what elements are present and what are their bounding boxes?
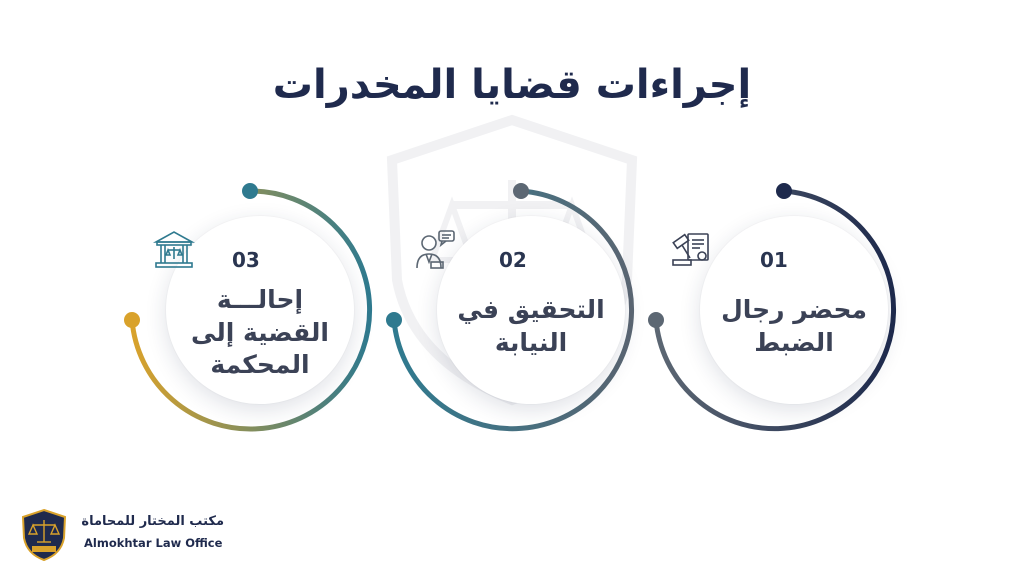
brand-name-english: Almokhtar Law Office xyxy=(84,536,223,550)
step-01-number: 01 xyxy=(760,248,788,272)
courthouse-icon xyxy=(152,231,196,268)
step-02: 02 التحقيق في النيابة xyxy=(381,160,681,460)
step-02-start-dot xyxy=(513,183,529,199)
step-02-number: 02 xyxy=(499,248,527,272)
step-03-ring xyxy=(124,183,373,432)
step-02-end-dot xyxy=(386,312,402,328)
police-report-gavel-icon xyxy=(672,233,709,266)
step-01-disc xyxy=(700,216,888,404)
step-02-ring xyxy=(386,183,635,432)
step-03-label: إحالـــة القضية إلى المحكمة xyxy=(191,285,329,379)
step-03-end-dot xyxy=(124,312,140,328)
page-title: إجراءات قضايا المخدرات xyxy=(272,62,752,108)
step-03: 03 إحالـــة القضية إلى المحكمة xyxy=(110,160,410,460)
step-01-start-dot xyxy=(776,183,792,199)
step-03-start-dot xyxy=(242,183,258,199)
step-01: 01 محضر رجال الضبط xyxy=(644,160,944,460)
step-03-disc xyxy=(166,216,354,404)
step-01-ring xyxy=(648,183,897,432)
step-01-end-dot xyxy=(648,312,664,328)
step-03-number: 03 xyxy=(232,248,260,272)
brand-name-arabic: مكتب المختار للمحاماة xyxy=(81,514,224,529)
brand-block: مكتب المختار للمحاماة Almokhtar Law Offi… xyxy=(20,508,260,564)
prosecutor-chat-icon xyxy=(416,230,455,269)
scales-shield-logo-icon xyxy=(21,508,67,562)
step-01-label: محضر رجال الضبط xyxy=(721,295,867,357)
step-02-disc xyxy=(437,216,625,404)
step-02-label: التحقيق في النيابة xyxy=(457,295,605,357)
